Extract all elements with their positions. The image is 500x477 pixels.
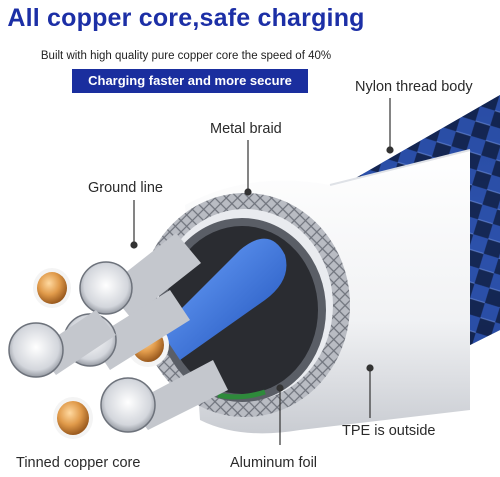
banner: Charging faster and more secure [72,69,308,93]
label-aluminum-foil: Aluminum foil [230,455,318,471]
label-nylon-thread-body: Nylon thread body [355,79,473,95]
label-ground-line: Ground line [88,180,163,196]
label-metal-braid: Metal braid [210,121,282,137]
headline: All copper core,safe charging [7,4,365,32]
label-tinned-copper-core: Tinned copper core [16,455,141,471]
label-tpe-outside: TPE is outside [342,423,436,439]
copper-cores [33,268,93,439]
callout-lines [130,98,394,445]
subline: Built with high quality pure copper core… [40,50,332,62]
strand-bundles [8,233,228,433]
